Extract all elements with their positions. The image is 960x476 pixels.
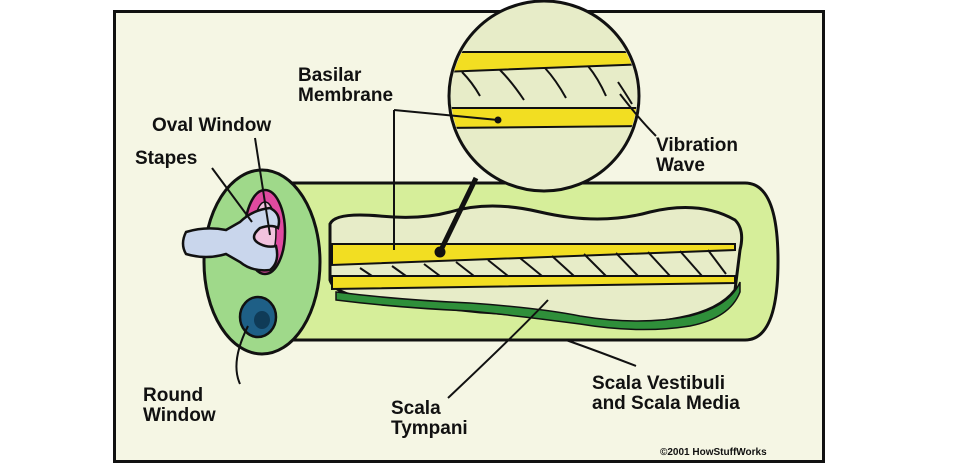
lower-membrane <box>331 275 736 291</box>
scala-vestibuli-label: Scala Vestibuli and Scala Media <box>592 373 740 414</box>
stapes <box>181 206 281 272</box>
basilar-membrane <box>331 243 736 267</box>
basilar-membrane-label: Basilar Membrane <box>298 65 394 106</box>
membrane-hatching <box>359 249 727 277</box>
magnified-hatching <box>461 65 633 105</box>
round-window-label: Round Window <box>143 385 216 426</box>
oval-window-label: Oval Window <box>152 115 272 136</box>
magnified-upper-membrane <box>451 51 637 74</box>
pointer-lines <box>211 93 657 399</box>
round-window-inner <box>254 311 270 329</box>
copyright-text: ©2001 HowStuffWorks <box>660 447 767 458</box>
scala-tympani-band <box>335 281 741 331</box>
scala-tympani-label: Scala Tympani <box>391 398 468 439</box>
stapes-label: Stapes <box>135 148 198 169</box>
magnified-basilar-membrane <box>451 107 637 130</box>
magnified-view <box>447 0 641 193</box>
vibration-wave-label: Vibration Wave <box>656 135 738 176</box>
